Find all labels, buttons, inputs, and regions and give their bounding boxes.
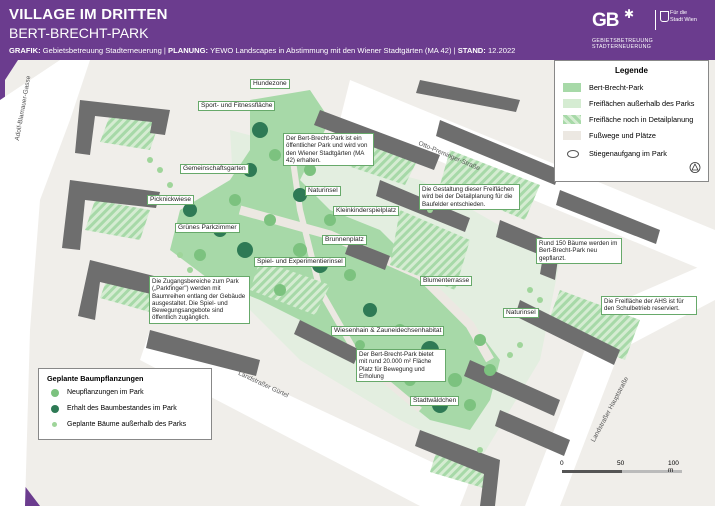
legend-item-label: Fußwege und Plätze: [589, 131, 656, 140]
legend-item-label: Bert-Brecht-Park: [589, 83, 644, 92]
road-landstrasser-guertel: [140, 330, 470, 506]
gb-mark-icon: GB: [592, 10, 619, 31]
scale-label-0: 0: [560, 460, 564, 467]
tree-legend-label: Neupflanzungen im Park: [67, 389, 144, 396]
page-subtitle: BERT-BRECHT-PARK: [9, 25, 149, 41]
buildings: [62, 80, 660, 506]
legend-title: Legende: [615, 66, 648, 75]
tree-legend-title: Geplante Baumpflanzungen: [47, 374, 144, 383]
tree-legend: Geplante Baumpflanzungen Neupflanzungen …: [38, 368, 212, 440]
label-brunnenplatz: Brunnenplatz: [322, 235, 367, 245]
note-gestaltung-freiflaechen: Die Gestaltung dieser Freiflächen wird b…: [419, 184, 520, 210]
road-landstrasser-hauptstrasse: [525, 260, 715, 506]
note-oeffentlicher-park: Der Bert-Brecht-Park ist ein öffentliche…: [283, 133, 374, 167]
label-gruenes-parkzimmer: Grünes Parkzimmer: [175, 223, 240, 233]
label-gemeinschaftsgarten: Gemeinschaftsgarten: [180, 164, 249, 174]
map-legend: Legende Bert-Brecht-Park Freiflächen auß…: [554, 60, 709, 182]
scale-segment: [622, 470, 682, 473]
tree-legend-label: Geplante Bäume außerhalb des Parks: [67, 421, 187, 428]
legend-item-label: Freiflächen außerhalb des Parks: [589, 99, 695, 108]
tree-legend-label: Erhalt des Baumbestandes im Park: [67, 405, 177, 412]
note-zugangsbereiche: Die Zugangsbereiche zum Park („Parkfinge…: [149, 276, 250, 324]
new-tree-icon: [51, 389, 59, 397]
label-spiel-experimentierinsel: Spiel- und Experimentierinsel: [254, 257, 346, 267]
scale-label-50: 50: [617, 460, 625, 467]
hatch-area: [250, 260, 330, 315]
credits-stand-label: STAND:: [457, 46, 486, 55]
hatch-area: [85, 200, 150, 240]
note-150-baeume: Rund 150 Bäume werden im Bert-Brecht-Par…: [536, 238, 622, 264]
credits-planung-label: PLANUNG:: [168, 46, 209, 55]
stadt-wien-logo: Für die Stadt Wien: [655, 10, 715, 30]
open-space-swatch-icon: [563, 99, 581, 108]
scale-label-100: 100 m: [668, 460, 679, 474]
label-naturinsel-2: Naturinsel: [503, 308, 539, 318]
page-title: VILLAGE IM DRITTEN: [9, 6, 168, 23]
label-picknickwiese: Picknickwiese: [147, 195, 195, 205]
road-adolf-blamauer-gasse: [0, 60, 90, 506]
wien-line-2: Stadt Wien: [670, 17, 697, 23]
hatch-area: [100, 115, 160, 150]
credits-grafik-label: GRAFIK:: [9, 46, 41, 55]
stairs-icon: [567, 150, 579, 158]
credits-planung-value: YEWO Landscapes in Abstimmung mit den Wi…: [210, 46, 458, 55]
label-naturinsel-1: Naturinsel: [305, 186, 341, 196]
label-stadtwaeldchen: Stadtwäldchen: [410, 396, 460, 406]
logo-line-2: STADTERNEUERUNG: [592, 44, 652, 50]
logo-line-1: GEBIETSBETREUUNG: [592, 38, 654, 44]
legend-item-label: Stiegenaufgang im Park: [589, 149, 667, 158]
credits-line: GRAFIK: Gebietsbetreuung Stadterneuerung…: [9, 46, 515, 55]
header-bar: VILLAGE IM DRITTEN BERT-BRECHT-PARK GRAF…: [0, 0, 715, 60]
existing-tree-icon: [51, 405, 59, 413]
label-blumenterrasse: Blumenterrasse: [420, 276, 473, 286]
label-sport-fitness: Sport- und Fitnessfläche: [198, 101, 276, 111]
hatch-area: [545, 290, 640, 360]
scale-segment: [562, 470, 622, 473]
note-20000-m2: Der Bert-Brecht-Park bietet mit rund 20.…: [356, 349, 446, 383]
wien-shield-icon: [660, 11, 669, 22]
park-swatch-icon: [563, 83, 581, 92]
label-wiesenhain: Wiesenhain & Zauneidechsenhabitat: [331, 326, 445, 336]
star-icon: ✱: [624, 7, 635, 21]
scale-bar: 0 50 100 m: [560, 460, 686, 484]
hatch-swatch-icon: [563, 115, 581, 124]
legend-item-label: Freifläche noch in Detailplanung: [589, 115, 694, 124]
gebietsbetreuung-logo: GB ✱ GEBIETSBETREUUNG STADTERNEUERUNG: [592, 7, 654, 50]
label-hundezone: Hundezone: [250, 79, 290, 89]
outside-tree-icon: [52, 422, 57, 427]
credits-grafik-value: Gebietsbetreuung Stadterneuerung |: [42, 46, 169, 55]
path-swatch-icon: [563, 131, 581, 140]
label-kleinkinderspielplatz: Kleinkinderspielplatz: [333, 206, 400, 216]
note-ahs-freiflaeche: Die Freifläche der AHS ist für den Schul…: [601, 296, 697, 315]
wien-line-1: Für die: [670, 10, 688, 16]
credits-stand-value: 12.2022: [487, 46, 516, 55]
hatch-area: [390, 210, 470, 290]
wien-triangle-icon: [689, 162, 701, 173]
